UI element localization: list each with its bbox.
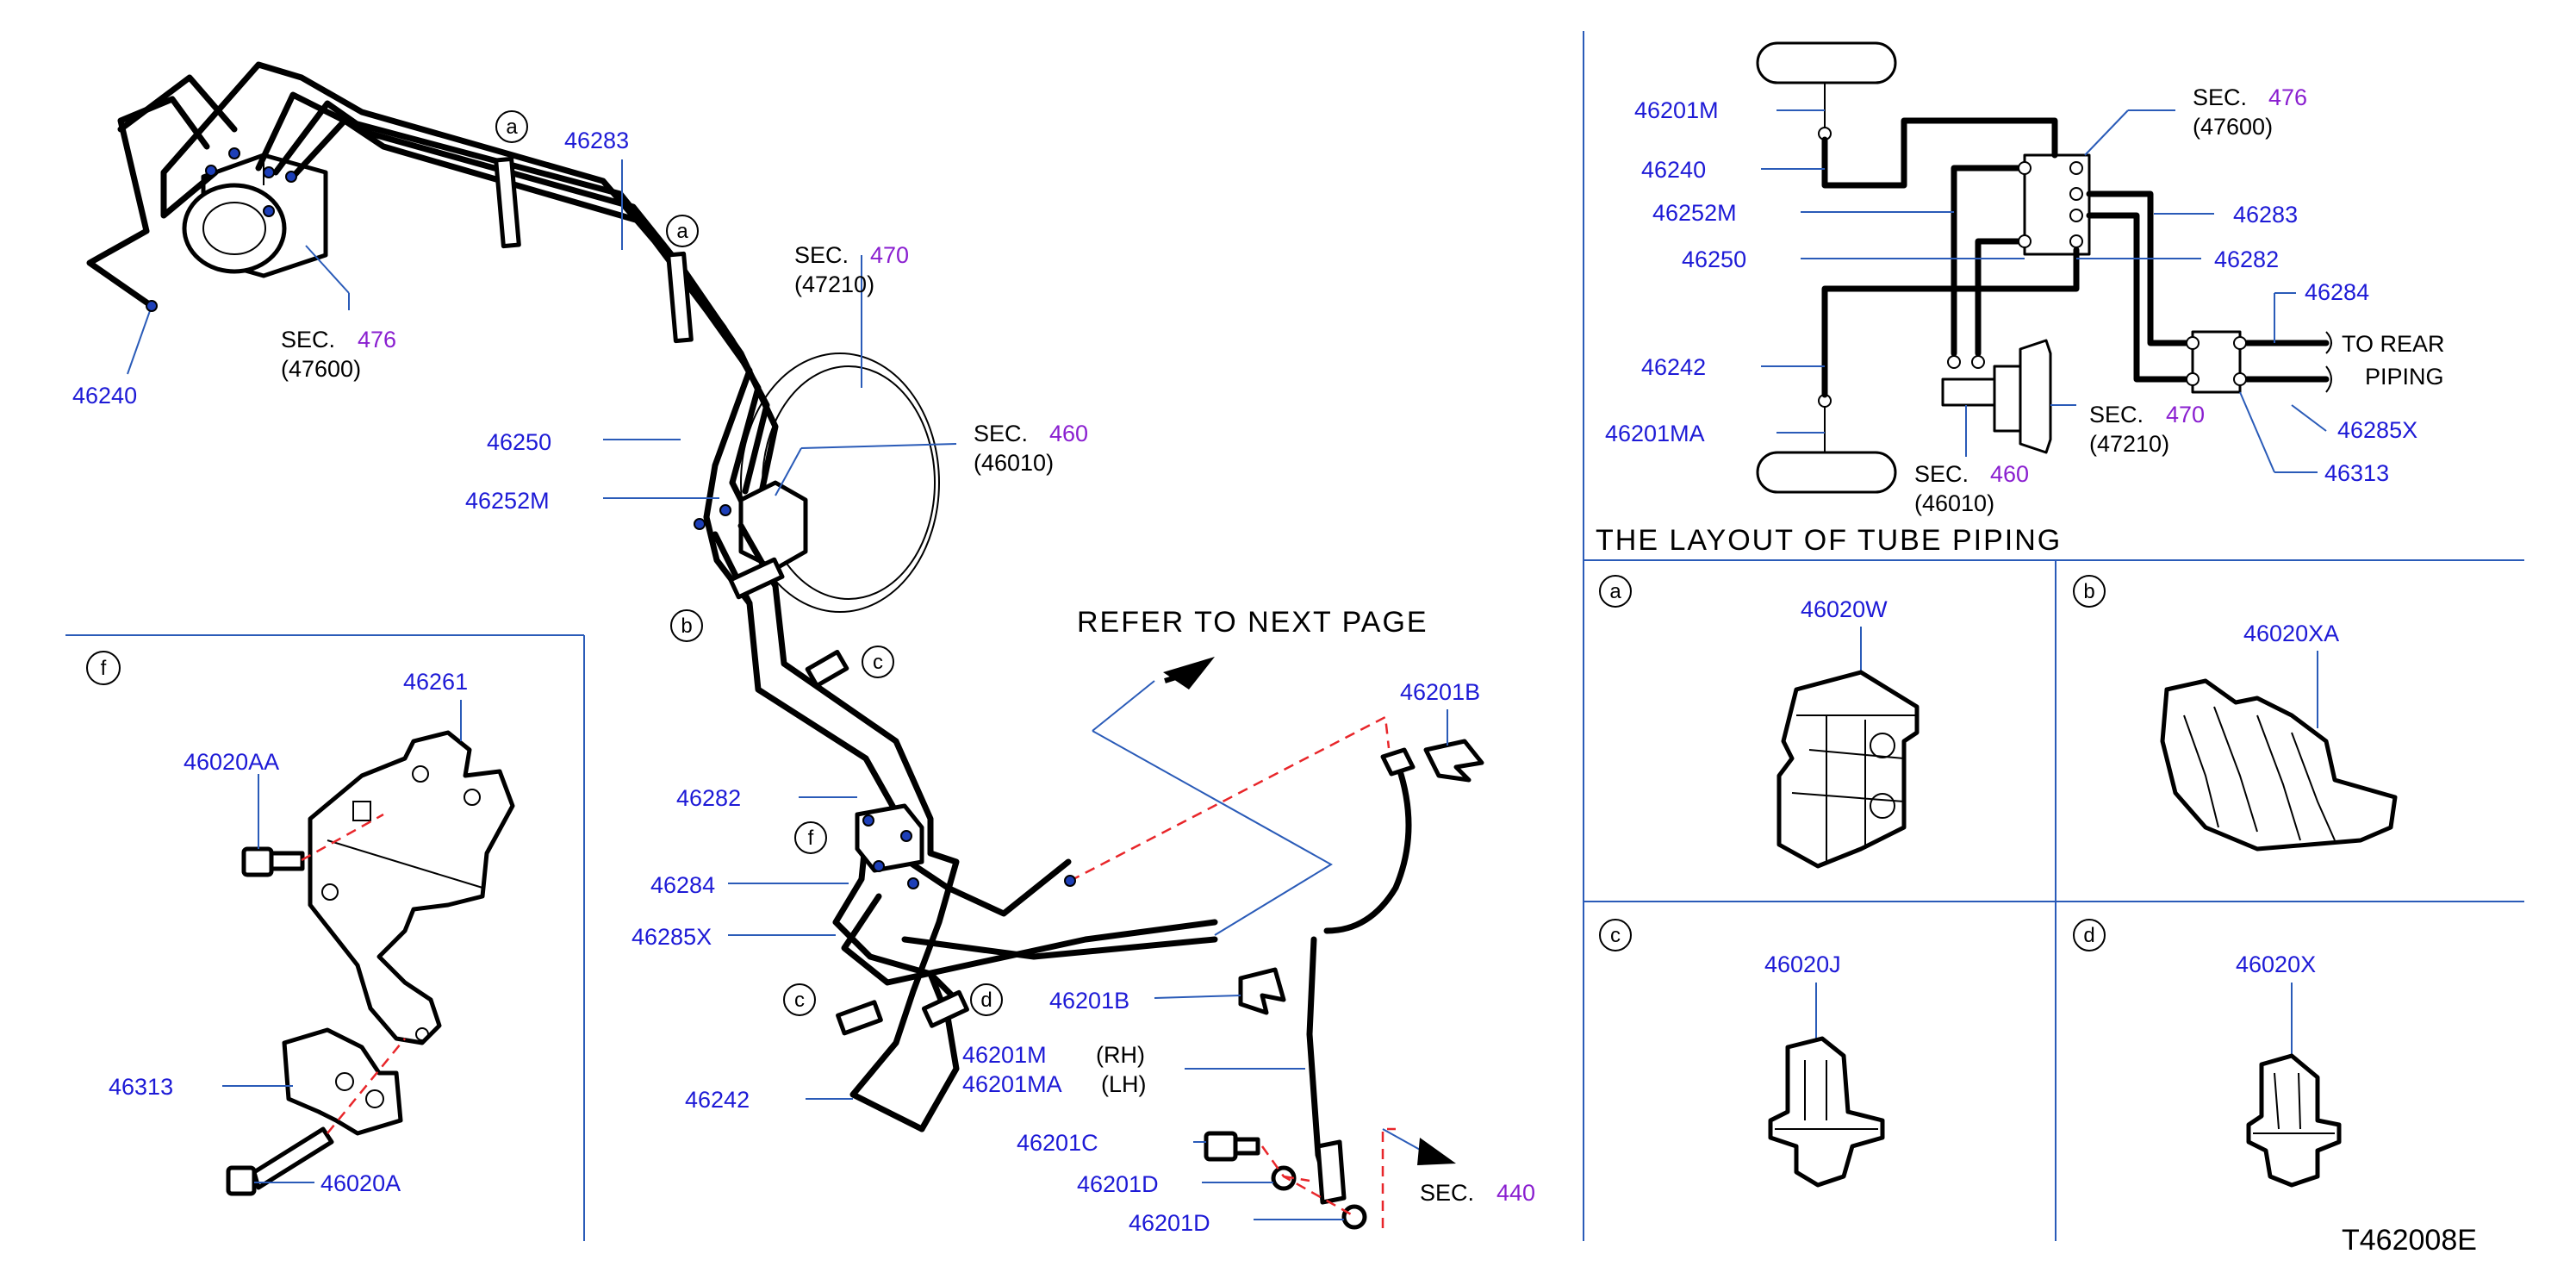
tube-joints — [146, 147, 1076, 889]
sec-440-number: 440 — [1496, 1180, 1535, 1206]
sec-476-number: 476 — [358, 327, 396, 353]
dashed-lines — [1069, 715, 1396, 1228]
label-rh: (RH) — [1096, 1042, 1145, 1068]
callout-46283: 46283 — [564, 128, 629, 153]
refer-next-page: REFER TO NEXT PAGE — [1077, 606, 1428, 639]
callout-46282: 46282 — [676, 785, 741, 811]
brake-booster — [738, 353, 940, 613]
layout-callout-46201M: 46201M — [1634, 97, 1719, 123]
callout-46261: 46261 — [403, 669, 468, 695]
layout-callout-46285X: 46285X — [2337, 417, 2417, 443]
layout-callout-46313: 46313 — [2324, 460, 2389, 486]
clip-b-part: 46020XA — [2243, 621, 2339, 646]
to-rear-line1: TO REAR — [2342, 331, 2445, 357]
layout-callout-46283: 46283 — [2233, 202, 2298, 228]
clip-a-part: 46020W — [1801, 596, 1888, 622]
letter-f: f — [808, 827, 814, 850]
sec-470-word: SEC. — [794, 242, 849, 268]
sec-460-word: SEC. — [974, 421, 1028, 446]
sec-460-ref: (46010) — [974, 450, 1054, 476]
abs-actuator — [182, 153, 328, 278]
main-view-letter-circles — [495, 110, 1003, 1016]
clip-panel-c: c 46020J — [1599, 919, 1885, 1188]
sec-460-number: 460 — [1049, 421, 1088, 446]
callout-46201M: 46201M — [962, 1042, 1047, 1068]
clip-d-letter: d — [2083, 924, 2094, 947]
sec-440-word: SEC. — [1420, 1180, 1474, 1206]
callout-46242: 46242 — [685, 1087, 750, 1113]
layout-sec-476-number: 476 — [2268, 84, 2307, 110]
callout-46240: 46240 — [72, 383, 137, 409]
clip-panel-d: d 46020X — [2073, 919, 2342, 1188]
sec-476-ref: (47600) — [281, 356, 361, 382]
main-leaders — [127, 159, 1448, 1220]
callout-46020A: 46020A — [320, 1170, 401, 1196]
callout-46250: 46250 — [487, 429, 551, 455]
layout-sec-460-word: SEC. — [1914, 461, 1969, 487]
callout-46285X: 46285X — [632, 924, 712, 950]
layout-callout-46284: 46284 — [2305, 279, 2369, 305]
piping-layout: 46201M 46240 46252M 46250 46242 46201MA … — [1596, 41, 2445, 557]
callout-46201MA: 46201MA — [962, 1071, 1062, 1097]
callout-46201D-2: 46201D — [1129, 1210, 1210, 1236]
letter-c-1: c — [873, 651, 883, 674]
refer-arrows — [1092, 657, 1456, 1165]
lock-plates — [1238, 739, 1484, 1015]
clip-c-letter: c — [1610, 924, 1621, 947]
callout-46201D-1: 46201D — [1077, 1171, 1159, 1197]
letter-d: d — [980, 989, 992, 1012]
main-view: a a b c f c d 46240 46283 46250 46252M 4… — [72, 61, 1535, 1236]
letter-a-2: a — [676, 220, 688, 243]
label-lh: (LH) — [1101, 1071, 1147, 1097]
layout-callout-46250: 46250 — [1682, 246, 1746, 272]
letter-a-1: a — [506, 115, 518, 139]
clip-panel-b: b 46020XA — [2073, 575, 2398, 852]
callout-46020AA: 46020AA — [184, 749, 279, 775]
sec-476-word: SEC. — [281, 327, 335, 353]
layout-sec-470-number: 470 — [2166, 402, 2205, 427]
to-rear-line2: PIPING — [2365, 364, 2444, 390]
callout-46252M: 46252M — [465, 488, 550, 514]
layout-sec-460-number: 460 — [1990, 461, 2029, 487]
layout-callout-46282: 46282 — [2214, 246, 2279, 272]
clip-d-part: 46020X — [2236, 951, 2316, 977]
callout-46201B-left: 46201B — [1049, 988, 1129, 1014]
layout-sec-470-ref: (47210) — [2089, 431, 2169, 457]
layout-callout-46201MA: 46201MA — [1605, 421, 1705, 446]
layout-sec-470-word: SEC. — [2089, 402, 2144, 427]
tube-clips — [494, 156, 969, 1036]
layout-sec-476-word: SEC. — [2193, 84, 2247, 110]
letter-c-2: c — [794, 989, 805, 1012]
sec-470-ref: (47210) — [794, 271, 874, 297]
layout-callout-46242: 46242 — [1641, 354, 1706, 380]
callout-46201B-top: 46201B — [1400, 679, 1480, 705]
clip-panel-a: a 46020W — [1599, 575, 1920, 869]
callout-46201C: 46201C — [1017, 1130, 1098, 1156]
sec-470-number: 470 — [870, 242, 909, 268]
brake-hose — [1306, 747, 1416, 1205]
layout-callout-46240: 46240 — [1641, 157, 1706, 183]
clip-c-part: 46020J — [1764, 951, 1841, 977]
layout-sec-476-ref: (47600) — [2193, 114, 2273, 140]
panel-f-letter: f — [101, 657, 107, 680]
letter-b: b — [681, 615, 692, 638]
tube-bundle — [86, 61, 779, 607]
panel-frames — [65, 31, 2524, 1241]
diagram-code: T462008E — [2342, 1224, 2477, 1257]
callout-46284: 46284 — [650, 872, 715, 898]
layout-title: THE LAYOUT OF TUBE PIPING — [1596, 524, 2062, 557]
callout-46313-f: 46313 — [109, 1074, 173, 1100]
clip-b-letter: b — [2083, 580, 2094, 603]
abs-ports — [2018, 161, 2083, 248]
panel-f: f 46261 46020AA 46313 46020A — [86, 651, 515, 1196]
layout-sec-460-ref: (46010) — [1914, 490, 1994, 516]
layout-callout-46252M: 46252M — [1652, 200, 1737, 226]
union-bolt — [1204, 1131, 1367, 1230]
clip-a-letter: a — [1609, 580, 1621, 603]
